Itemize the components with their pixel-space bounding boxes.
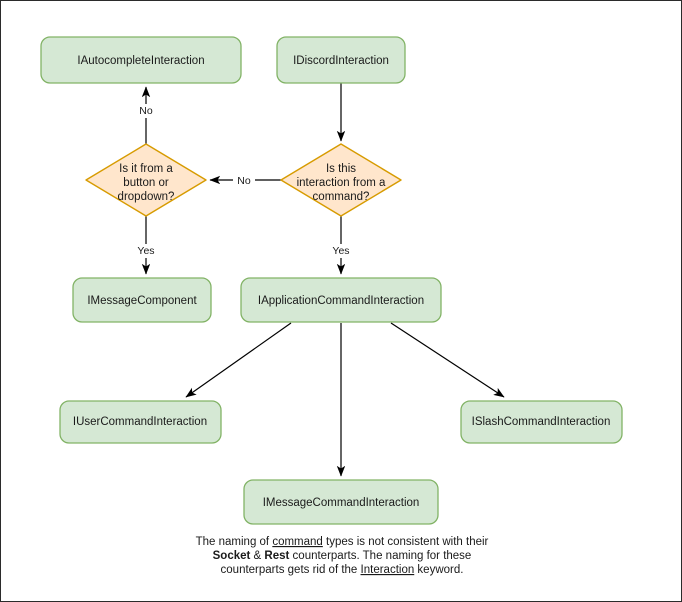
caption-line2-mid: & [250,550,264,562]
node-label-decision-button-line3: dropdown? [118,191,175,203]
node-decision-from-command[interactable]: Is this interaction from a command? [280,143,402,217]
caption-line-3: counterparts gets rid of the Interaction… [221,564,464,576]
node-application-command-interaction[interactable]: IApplicationCommandInteraction [240,277,442,323]
node-label-slash-command-interaction: ISlashCommandInteraction [472,416,611,428]
caption-line1-part2: types is not consistent with their [323,536,489,548]
node-label-autocomplete-interaction: IAutocompleteInteraction [77,55,204,67]
node-decision-button-or-dropdown[interactable]: Is it from a button or dropdown? [85,143,207,217]
edge-decision-command-to-app-command: Yes [328,216,354,275]
node-slash-command-interaction[interactable]: ISlashCommandInteraction [460,400,623,444]
edge-decision-button-to-message-component: Yes [133,216,159,275]
caption-line-1: The naming of command types is not consi… [196,536,489,548]
node-label-decision-command-line1: Is this [326,163,356,175]
edge-app-command-to-user-command [185,322,292,398]
caption-line-2: Socket & Rest counterparts. The naming f… [213,550,472,562]
caption-line3-underline: Interaction [361,564,415,576]
caption-line3-part2: keyword. [414,564,463,576]
caption-line2-bold-rest: Rest [264,550,289,562]
node-label-discord-interaction: IDiscordInteraction [293,55,389,67]
edge-label-yes-command: Yes [332,245,349,257]
node-message-component[interactable]: IMessageComponent [72,277,212,323]
node-message-command-interaction[interactable]: IMessageCommandInteraction [243,479,439,525]
node-discord-interaction[interactable]: IDiscordInteraction [276,36,406,84]
edge-decision-command-to-decision-button: No [209,173,281,187]
node-label-decision-button-line1: Is it from a [119,163,173,175]
caption-line1-part1: The naming of [196,536,273,548]
node-label-message-command-interaction: IMessageCommandInteraction [263,497,420,509]
node-user-command-interaction[interactable]: IUserCommandInteraction [59,400,222,444]
caption-line2-rest: counterparts. The naming for these [289,550,471,562]
caption-line2-bold-socket: Socket [213,550,251,562]
caption-note: The naming of command types is not consi… [196,536,489,576]
edge-decision-button-to-autocomplete: No [135,86,157,144]
node-autocomplete-interaction[interactable]: IAutocompleteInteraction [40,36,242,84]
edge-label-yes-button: Yes [137,245,154,257]
edge-label-no-button: No [139,105,153,117]
caption-line1-underline: command [272,536,323,548]
node-label-user-command-interaction: IUserCommandInteraction [73,416,207,428]
node-label-decision-button-line2: button or [123,177,169,189]
node-label-message-component: IMessageComponent [87,295,197,307]
edge-app-command-to-slash-command [390,322,505,398]
caption-line3-part1: counterparts gets rid of the [221,564,361,576]
node-label-application-command-interaction: IApplicationCommandInteraction [258,295,424,307]
edge-label-no-command: No [237,175,251,187]
node-label-decision-command-line3: command? [313,191,370,203]
node-label-decision-command-line2: interaction from a [297,177,386,189]
